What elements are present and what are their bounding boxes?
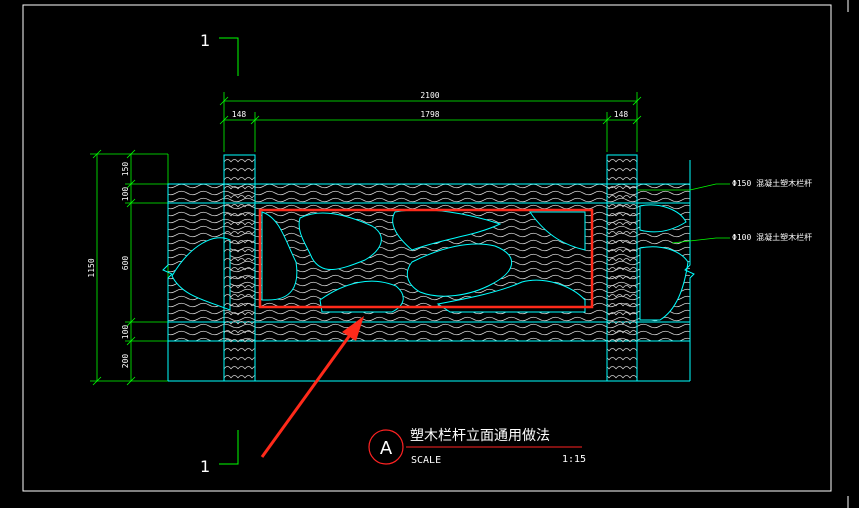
annotation-arrow[interactable] xyxy=(260,316,364,458)
section-mark-top-label: 1 xyxy=(200,31,210,50)
dim-height-segment-5: 200 xyxy=(121,354,130,369)
callout-top-label: Φ150 混凝土塑木栏杆 xyxy=(732,178,812,188)
dim-post-right-width: 148 xyxy=(614,110,629,119)
scale-label: SCALE xyxy=(411,455,441,466)
highlight-box[interactable] xyxy=(258,208,594,309)
break-line-right xyxy=(684,160,695,381)
section-mark-top: 1 xyxy=(200,31,239,76)
railing-elevation xyxy=(162,154,695,382)
dim-post-left-width: 148 xyxy=(232,110,247,119)
title-block: A 塑木栏杆立面通用做法 SCALE 1:15 xyxy=(368,428,586,466)
dim-height-segment-2: 100 xyxy=(121,187,130,202)
section-mark-bottom-label: 1 xyxy=(200,457,210,476)
infill-branch-pattern xyxy=(171,204,689,321)
callout-mid-label: Φ100 混凝土塑木栏杆 xyxy=(732,232,812,242)
dim-total-height: 1150 xyxy=(87,258,96,277)
title-bubble xyxy=(368,429,404,465)
drawing-title: 塑木栏杆立面通用做法 xyxy=(410,428,550,444)
callout-leaders xyxy=(637,183,730,244)
post-left xyxy=(223,154,256,382)
title-bubble-letter: A xyxy=(380,438,393,459)
section-mark-bottom: 1 xyxy=(200,430,239,476)
drawing-border xyxy=(22,4,832,492)
dim-height-segment-4: 100 xyxy=(121,325,130,340)
scale-value: 1:15 xyxy=(562,454,586,465)
dim-overall-width: 2100 xyxy=(420,91,439,100)
dim-height-segment-3: 600 xyxy=(121,256,130,271)
top-dimension-lines xyxy=(219,92,642,152)
dim-span-width: 1798 xyxy=(420,110,439,119)
dim-height-segment-1: 150 xyxy=(121,162,130,177)
post-right xyxy=(606,154,638,382)
break-line-left xyxy=(162,184,173,381)
